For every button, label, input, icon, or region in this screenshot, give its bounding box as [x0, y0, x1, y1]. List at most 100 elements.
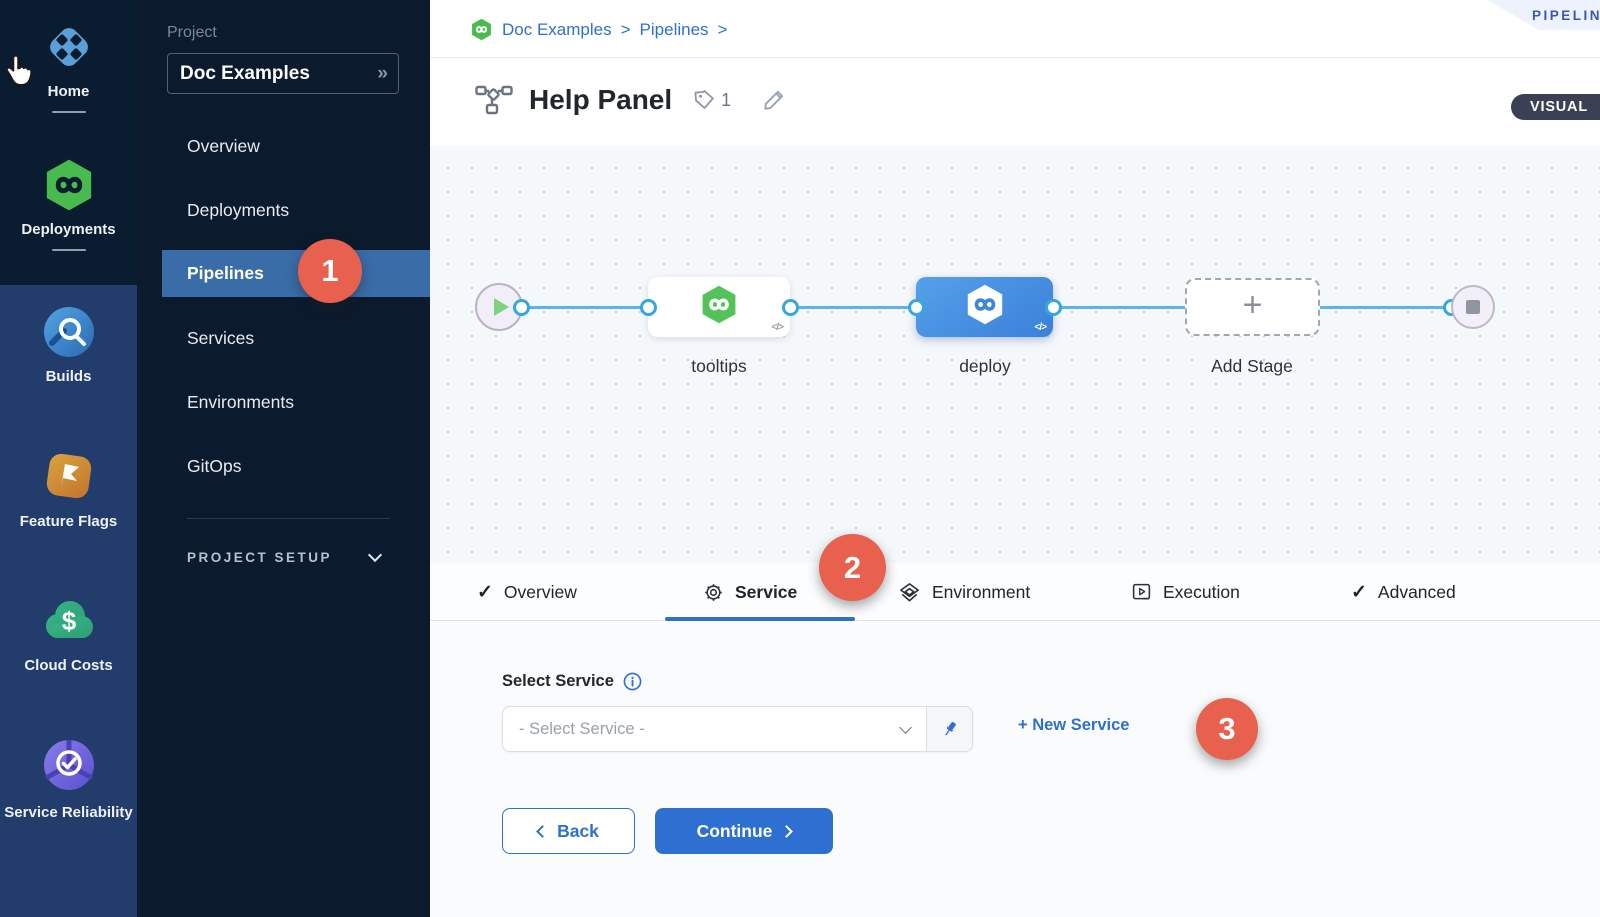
annotation-step-3: 3: [1196, 698, 1258, 760]
pin-icon: [944, 721, 956, 736]
breadcrumb-link-project[interactable]: Doc Examples: [502, 19, 612, 39]
service-config-panel: Select Service - Select Service -: [430, 622, 1600, 917]
service-select-placeholder: - Select Service -: [519, 719, 645, 738]
pipeline-connector: [1053, 306, 1185, 309]
stage-label: tooltips: [691, 356, 747, 376]
sidebar-item-label: Overview: [187, 135, 260, 156]
stage-node-deploy[interactable]: </>: [916, 277, 1053, 337]
tab-label: Advanced: [1377, 581, 1456, 602]
continue-button[interactable]: Continue: [655, 808, 833, 854]
tab-environment[interactable]: Environment: [898, 563, 1030, 621]
pipeline-connector: [521, 306, 648, 309]
chevron-right-icon: [780, 824, 794, 838]
back-button[interactable]: Back: [502, 808, 635, 854]
sidebar-item-label: Services: [187, 327, 255, 348]
select-service-field: Select Service: [502, 672, 642, 691]
sidebar-item-overview[interactable]: Overview: [187, 131, 260, 161]
tab-advanced[interactable]: ✓ Advanced: [1351, 563, 1456, 621]
check-icon: ✓: [477, 581, 493, 603]
breadcrumb-separator: >: [620, 19, 631, 39]
sidebar-divider: [187, 518, 390, 519]
tab-label: Overview: [503, 581, 577, 602]
connector-port: [513, 299, 530, 316]
pipeline-connector: [1320, 306, 1452, 309]
annotation-number: 1: [321, 253, 339, 288]
sidebar-item-label: Feature Flags: [19, 513, 118, 530]
pipeline-end-node: [1451, 285, 1495, 329]
sidebar-item-cloud-costs[interactable]: $ Cloud Costs: [0, 594, 137, 674]
deploy-stage-icon: [967, 284, 1002, 325]
connector-port: [908, 299, 925, 316]
expand-projects-icon[interactable]: »: [377, 62, 387, 84]
sidebar-item-environments[interactable]: Environments: [187, 387, 294, 417]
chevron-down-icon: [899, 720, 912, 734]
sidebar-item-home[interactable]: Home: [0, 20, 137, 113]
module-sidebar-highlight: [0, 285, 137, 917]
project-name: Doc Examples: [180, 62, 310, 84]
sidebar-item-feature-flags[interactable]: Feature Flags: [0, 448, 137, 530]
svg-text:$: $: [61, 606, 76, 636]
project-setup-toggle[interactable]: PROJECT SETUP: [187, 547, 383, 565]
tab-service[interactable]: Service: [703, 563, 797, 621]
sidebar-item-service-reliability[interactable]: Service Reliability: [0, 738, 137, 824]
chevron-left-icon: [536, 824, 549, 838]
select-service-label: Select Service: [502, 672, 614, 690]
tag-count: 1: [721, 89, 732, 110]
annotation-step-2: 2: [819, 534, 886, 601]
tab-label: Execution: [1163, 581, 1240, 602]
main-content: Doc Examples > Pipelines > PIPELIN Help …: [430, 0, 1600, 917]
breadcrumb-separator: >: [717, 19, 728, 39]
new-service-link[interactable]: + New Service: [1018, 716, 1130, 734]
stage-config-tabbar: ✓ Overview Service: [430, 563, 1600, 621]
stage-node-tooltips[interactable]: </>: [648, 277, 790, 337]
stage-label: Add Stage: [1211, 356, 1293, 376]
hand-cursor-icon: [5, 54, 33, 86]
plus-icon: +: [1242, 286, 1263, 324]
tab-execution[interactable]: Execution: [1131, 563, 1240, 621]
header-divider: [430, 57, 1600, 58]
pin-service-button[interactable]: [926, 707, 972, 751]
pipeline-studio-ribbon: PIPELIN: [1487, 0, 1600, 30]
project-setup-label: PROJECT SETUP: [187, 550, 333, 565]
pipeline-studio-label: PIPELIN: [1531, 7, 1600, 23]
breadcrumb-link-pipelines[interactable]: Pipelines: [639, 19, 709, 39]
annotation-number: 2: [843, 549, 862, 585]
back-button-label: Back: [557, 820, 599, 841]
sidebar-item-services[interactable]: Services: [187, 323, 254, 353]
module-underline: [51, 249, 86, 251]
service-select-dropdown[interactable]: - Select Service -: [503, 707, 926, 751]
project-selector[interactable]: Doc Examples »: [167, 53, 399, 94]
sidebar-item-label: Home: [47, 83, 90, 100]
annotation-step-1: 1: [298, 239, 362, 303]
cloud-costs-icon: $: [45, 601, 93, 638]
page-title-row: Help Panel 1: [475, 84, 787, 116]
sidebar-item-gitops[interactable]: GitOps: [187, 451, 241, 481]
sidebar-item-pipelines[interactable]: Pipelines: [162, 250, 430, 297]
sidebar-item-label: Deployments: [21, 221, 116, 238]
sidebar-item-deployments[interactable]: Deployments: [0, 158, 137, 251]
sidebar-item-label: Builds: [45, 368, 92, 385]
code-icon: </>: [1034, 322, 1048, 333]
gear-icon: [705, 583, 722, 601]
deployments-icon: [46, 159, 91, 211]
add-stage-button[interactable]: +: [1185, 278, 1320, 336]
active-tab-underline: [665, 617, 855, 621]
visual-yaml-toggle[interactable]: VISUAL: [1511, 94, 1600, 120]
sidebar-item-label: Cloud Costs: [24, 657, 113, 674]
continue-button-label: Continue: [696, 820, 773, 841]
pipeline-canvas[interactable]: </> </> +: [430, 146, 1600, 563]
chevron-down-icon: [367, 547, 383, 563]
service-reliability-icon: [43, 740, 94, 790]
service-select-group: - Select Service -: [502, 706, 973, 752]
sidebar-item-builds[interactable]: Builds: [0, 305, 137, 385]
play-icon: [493, 298, 509, 316]
tags-indicator[interactable]: 1: [692, 88, 731, 112]
code-icon: </>: [771, 322, 785, 333]
module-underline: [51, 111, 86, 113]
info-icon[interactable]: [623, 672, 642, 691]
edit-pencil-icon[interactable]: [761, 87, 787, 113]
tab-overview[interactable]: ✓ Overview: [477, 563, 577, 621]
sidebar-item-deployments-project[interactable]: Deployments: [187, 195, 289, 225]
sidebar-item-label: Deployments: [187, 199, 290, 220]
